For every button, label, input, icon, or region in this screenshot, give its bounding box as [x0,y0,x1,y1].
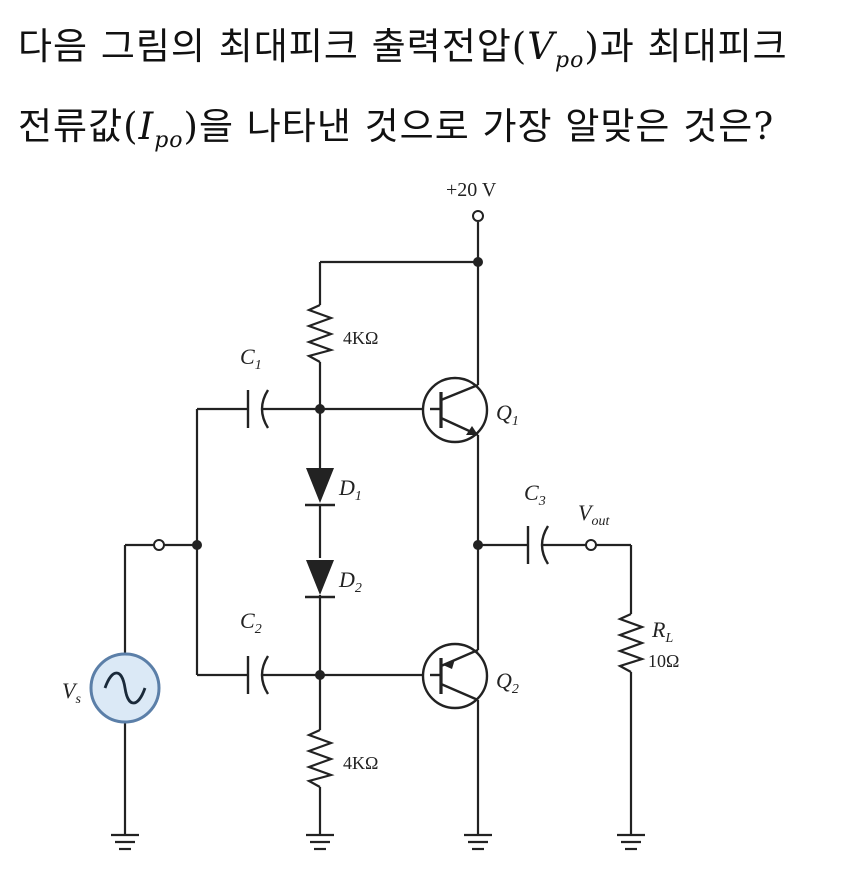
question-text: 다음 그림의 최대피크 출력전압(Vpo)과 최대피크 전류값(Ipo)을 나타… [18,14,858,174]
ground-load [617,833,645,851]
ipo-subscript: po [154,128,184,153]
rl-value-label: 10Ω [648,651,679,671]
wires [123,222,633,835]
c2-label: C2 [240,608,262,637]
capacitor-c2 [246,655,270,695]
question-line1-text: 다음 그림의 최대피크 출력전압( [18,25,528,68]
question-line2-text: 전류값( [18,105,139,148]
input-terminal [153,539,165,551]
question-line1-tail: )과 최대피크 [584,25,788,68]
vpo-symbol: V [527,25,555,68]
r-bottom-label: 4KΩ [343,753,378,773]
ground-symbols [111,833,645,851]
supply-label: +20 V [446,179,497,201]
transistor-q2 [421,642,489,710]
c3-label: C3 [524,480,546,509]
vpo-subscript: po [554,48,585,73]
q2-label: Q2 [496,668,519,697]
vs-label: Vs [62,678,81,707]
diode-d2 [305,560,335,599]
vout-label: Vout [578,500,610,529]
ground-vs [111,833,139,851]
capacitor-c1 [246,389,270,429]
q1-label: Q1 [496,400,519,429]
output-terminal [585,539,597,551]
d2-label: D2 [338,567,362,596]
question-line2-tail: )을 나타낸 것으로 가장 알맞은 것은? [183,105,775,148]
ac-source-vs [89,652,161,724]
rl-label: RL [651,617,673,646]
junction-dots [192,257,483,680]
question-line-1: 다음 그림의 최대피크 출력전압(Vpo)과 최대피크 [18,14,858,94]
resistor-top [305,303,335,363]
transistor-q1 [421,376,489,444]
d1-label: D1 [338,475,362,504]
ipo-symbol: I [138,105,155,148]
r-top-label: 4KΩ [343,328,378,348]
resistor-bottom [305,728,335,788]
resistor-load [616,612,646,673]
diode-d1 [305,468,335,507]
question-line-2: 전류값(Ipo)을 나타낸 것으로 가장 알맞은 것은? [18,94,858,174]
ground-bias [306,833,334,851]
supply-terminal [472,210,484,222]
ground-q2 [464,833,492,851]
c1-label: C1 [240,344,262,373]
capacitor-c3 [526,525,550,565]
